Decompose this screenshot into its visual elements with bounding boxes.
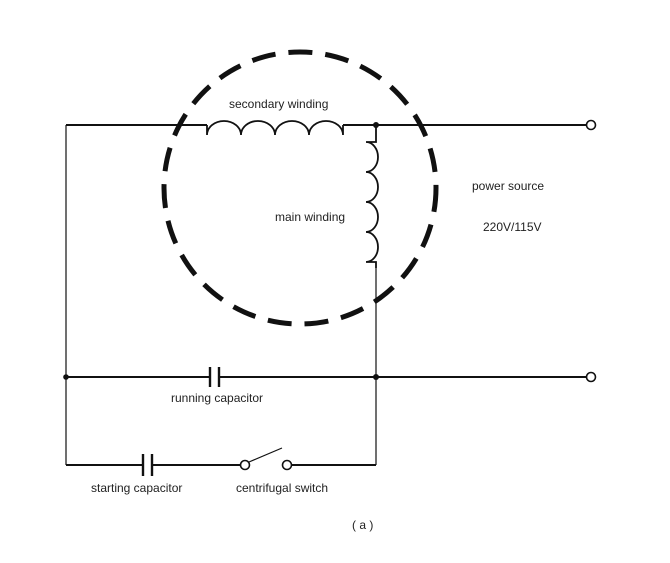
starting-capacitor-label: starting capacitor (91, 481, 182, 495)
power-terminal-bottom (585, 371, 597, 383)
junction-right (373, 374, 379, 380)
secondary-winding-label: secondary winding (229, 97, 328, 111)
switch-contact-left (239, 459, 251, 471)
centrifugal-switch-label: centrifugal switch (236, 481, 328, 495)
power-source-label: power source (472, 179, 544, 193)
figure-caption: ( a ) (352, 518, 373, 532)
voltage-label: 220V/115V (483, 220, 542, 234)
switch-blade (248, 447, 283, 463)
junction-top (373, 122, 379, 128)
secondary-winding-coil (206, 120, 344, 136)
power-terminal-top (585, 119, 597, 131)
running-capacitor-label: running capacitor (171, 391, 263, 405)
main-winding-coil (365, 125, 379, 268)
switch-contact-right (281, 459, 293, 471)
junction-left (63, 374, 69, 380)
stator-outline (161, 49, 439, 327)
main-winding-label: main winding (275, 210, 345, 224)
